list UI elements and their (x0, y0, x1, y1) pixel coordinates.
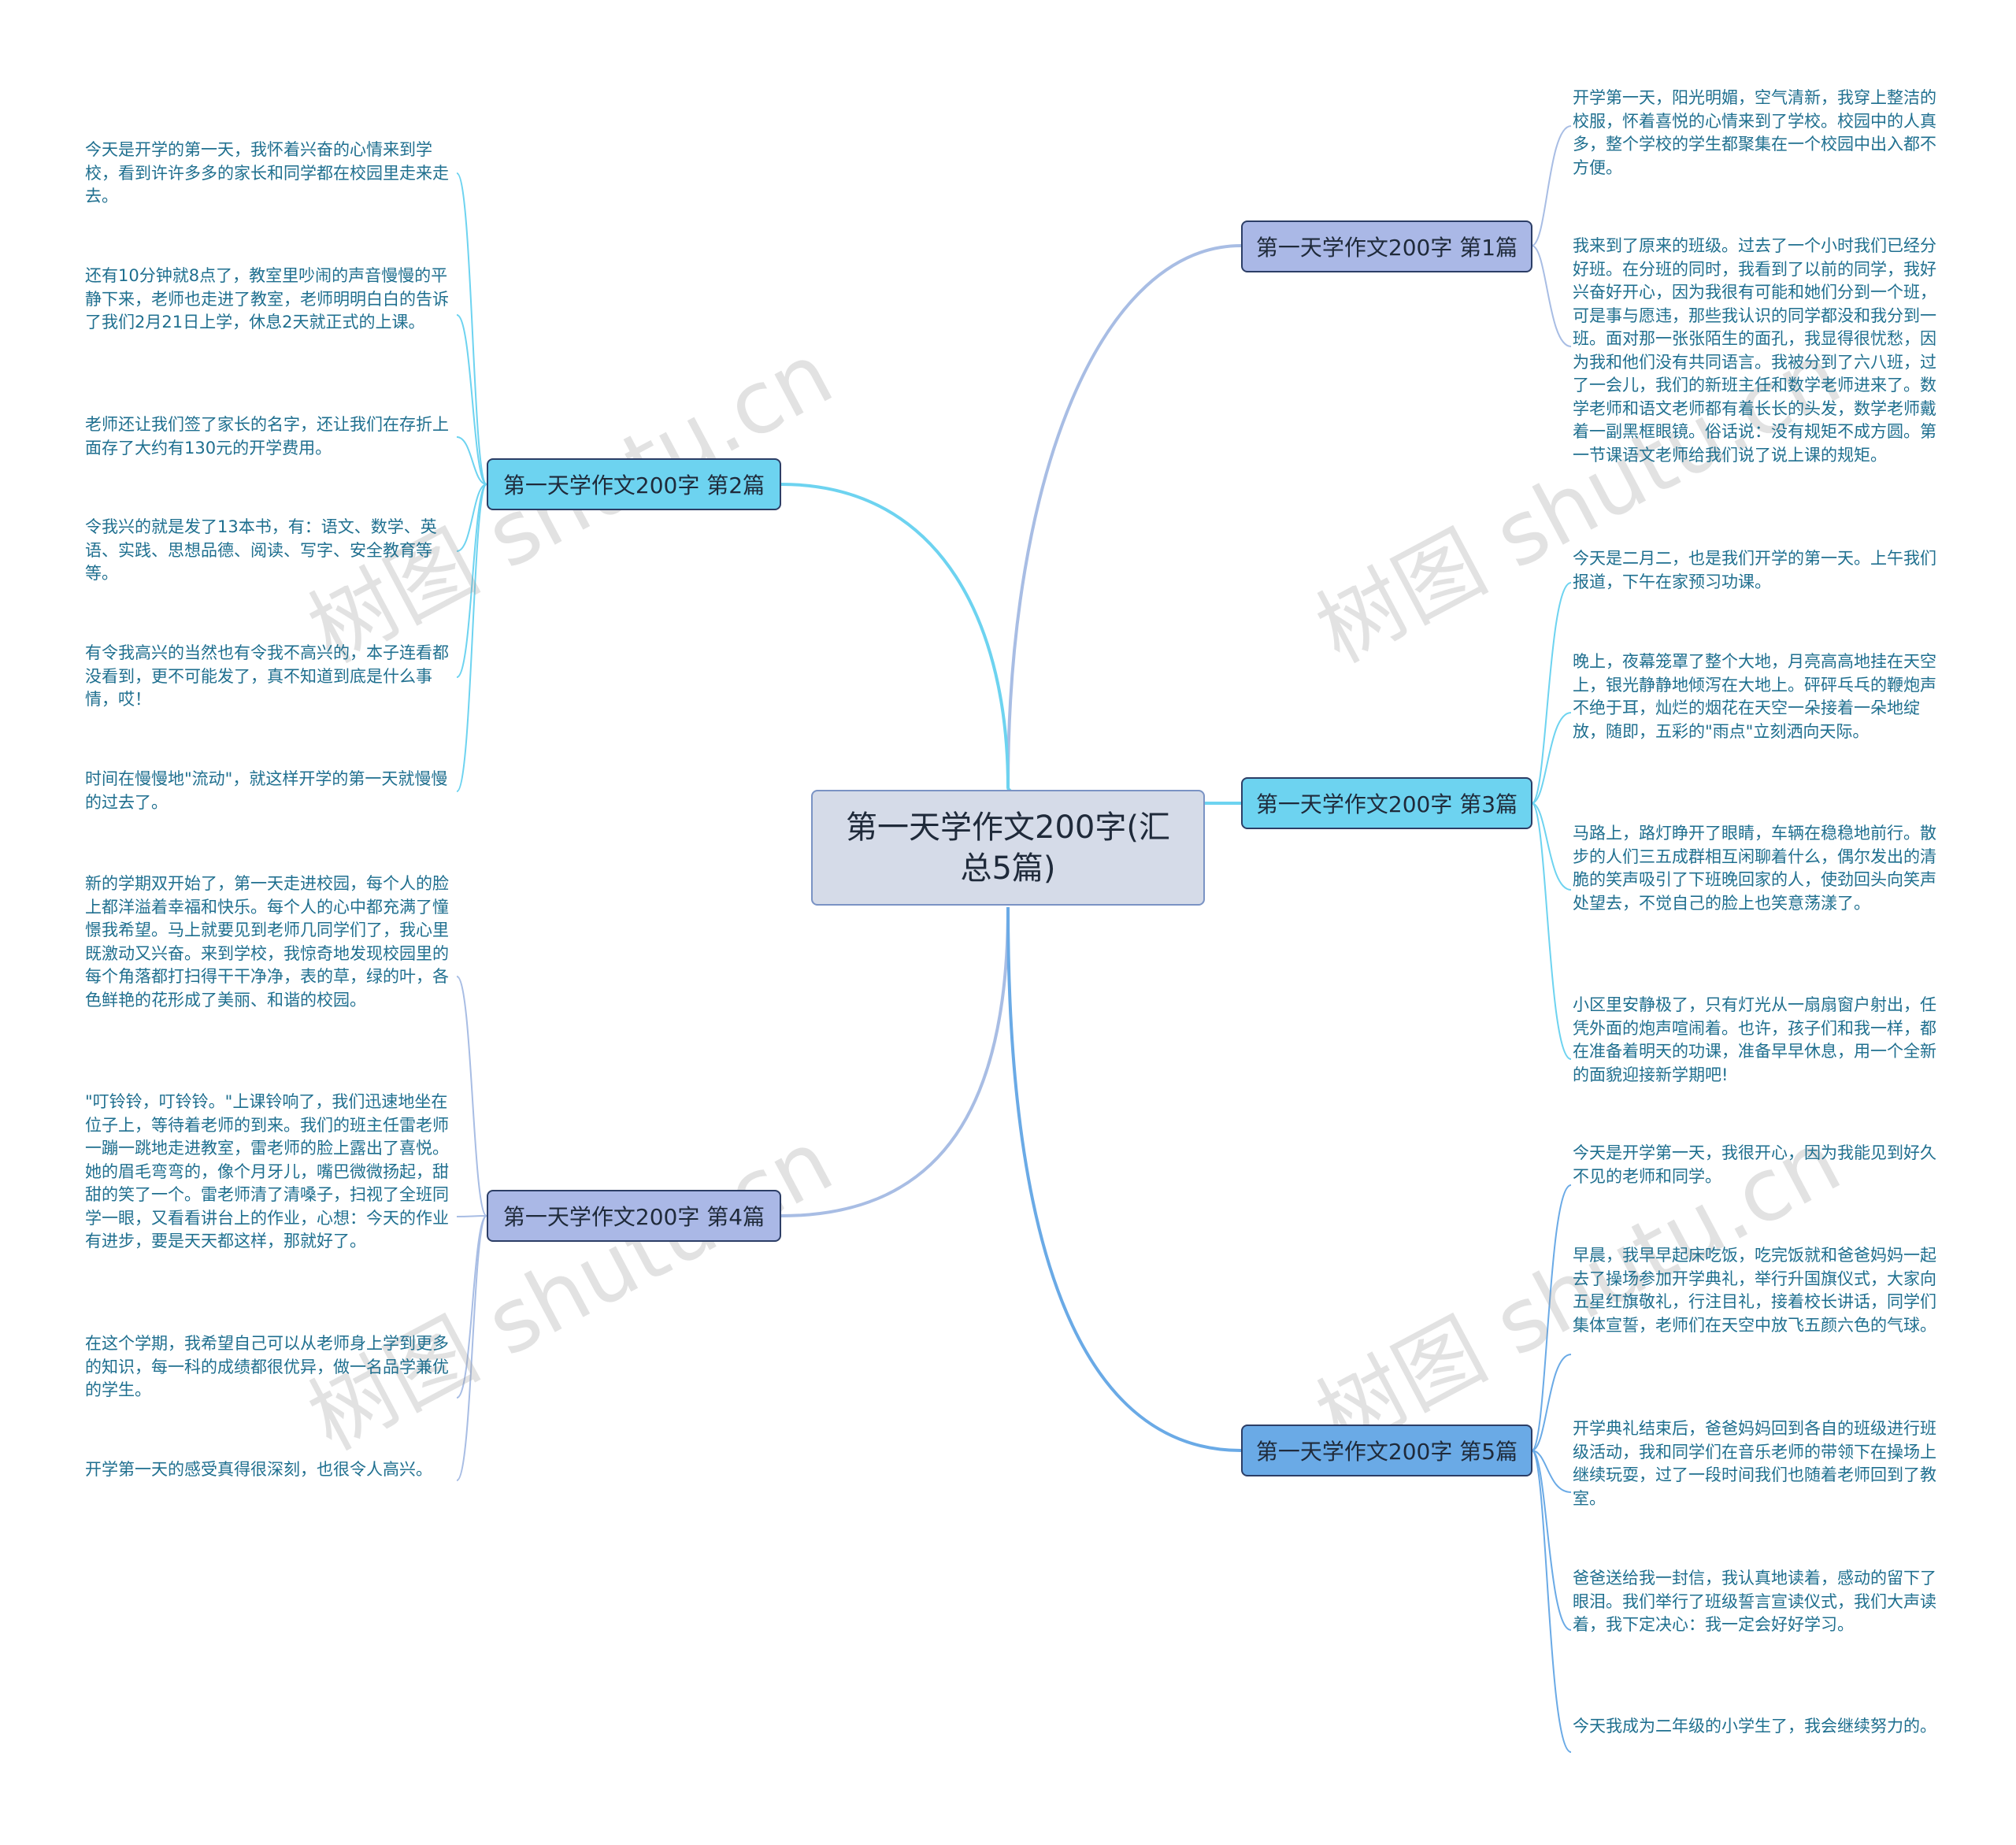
leaf-text: 今天我成为二年级的小学生了，我会继续努力的。 (1573, 1717, 1936, 1736)
branch-topic-4[interactable]: 第一天学作文200字 第4篇 (487, 1190, 781, 1242)
leaf-text: 令我兴的就是发了13本书，有：语文、数学、英语、实践、思想品德、阅读、写字、安全… (85, 517, 437, 583)
leaf-text: 今天是开学第一天，我很开心，因为我能见到好久不见的老师和同学。 (1573, 1143, 1936, 1186)
connector-root-branch4 (780, 906, 1010, 1217)
connector-b4-leaf1 (456, 976, 487, 1217)
branch-topic-2[interactable]: 第一天学作文200字 第2篇 (487, 458, 781, 510)
branch-topic-label: 第一天学作文200字 第3篇 (1255, 791, 1518, 817)
connector-b5-leaf5 (1531, 1450, 1572, 1753)
connector-b5-leaf1 (1531, 1184, 1572, 1451)
leaf-text: 我来到了原来的班级。过去了一个小时我们已经分好班。在分班的同时，我看到了以前的同… (1573, 236, 1936, 465)
leaf-text: 晚上，夜幕笼罩了整个大地，月亮高高地挂在天空上，银光静静地倾泻在大地上。砰砰乓乓… (1573, 652, 1936, 741)
connector-root-branch1 (1006, 244, 1242, 788)
connector-b5-leaf3 (1531, 1450, 1572, 1493)
leaf-text: 在这个学期，我希望自己可以从老师身上学到更多的知识，每一科的成绩都很优异，做一名… (85, 1334, 449, 1399)
leaf-text: 今天是二月二，也是我们开学的第一天。上午我们报道，下午在家预习功课。 (1573, 549, 1936, 591)
root-topic-label: 第一天学作文200字(汇总5篇) (846, 809, 1170, 887)
connector-b4-leaf3 (456, 1215, 487, 1399)
branch-topic-label: 第一天学作文200字 第1篇 (1255, 235, 1518, 261)
connector-b2-leaf6 (456, 483, 487, 792)
connector-b2-leaf3 (456, 436, 487, 485)
branch-topic-label: 第一天学作文200字 第2篇 (502, 472, 765, 498)
connector-b5-leaf4 (1531, 1450, 1572, 1631)
connector-b5-leaf2 (1531, 1354, 1572, 1451)
leaf-text: 开学第一天，阳光明媚，空气清新，我穿上整洁的校服，怀着喜悦的心情来到了学校。校园… (1573, 88, 1936, 177)
branch-topic-5[interactable]: 第一天学作文200字 第5篇 (1241, 1425, 1532, 1476)
leaf-text: 还有10分钟就8点了，教室里吵闹的声音慢慢的平静下来，老师也走进了教室，老师明明… (85, 266, 449, 332)
branch-topic-label: 第一天学作文200字 第5篇 (1255, 1439, 1518, 1465)
connector-b2-leaf4 (456, 483, 487, 552)
branch-topic-3[interactable]: 第一天学作文200字 第3篇 (1241, 777, 1532, 829)
connector-b3-leaf3 (1531, 802, 1572, 891)
connector-b2-leaf5 (456, 483, 487, 678)
leaf-text: 小区里安静极了，只有灯光从一扇扇窗户射出，任凭外面的炮声喧闹着。也许，孩子们和我… (1573, 995, 1936, 1084)
connector-b2-leaf2 (456, 314, 487, 485)
leaf-text: 开学第一天的感受真得很深刻，也很令人高兴。 (85, 1460, 432, 1479)
leaf-text: 早晨，我早早起床吃饭，吃完饭就和爸爸妈妈一起去了操场参加开学典礼，举行升国旗仪式… (1573, 1246, 1936, 1335)
connector-root-branch2 (780, 483, 1010, 788)
connector-b1-leaf2 (1531, 245, 1572, 347)
connector-b2-leaf1 (456, 172, 487, 485)
connector-b4-leaf2 (456, 1215, 487, 1217)
leaf-text: "叮铃铃，叮铃铃。"上课铃响了，我们迅速地坐在位子上，等待着老师的到来。我们的班… (85, 1092, 449, 1250)
connector-root-branch5 (1006, 906, 1242, 1452)
connector-b4-leaf4 (456, 1215, 487, 1481)
leaf-text: 老师还让我们签了家长的名字，还让我们在存折上面存了大约有130元的开学费用。 (85, 415, 449, 458)
connector-b3-leaf1 (1531, 582, 1572, 804)
branch-topic-label: 第一天学作文200字 第4篇 (502, 1204, 765, 1230)
connector-b1-leaf1 (1531, 125, 1572, 246)
leaf-text: 新的学期双开始了，第一天走进校园，每个人的脸上都洋溢着幸福和快乐。每个人的心中都… (85, 874, 449, 1010)
root-topic[interactable]: 第一天学作文200字(汇总5篇) (811, 790, 1205, 906)
leaf-text: 有令我高兴的当然也有令我不高兴的，本子连看都没看到，更不可能发了，真不知道到底是… (85, 643, 449, 709)
leaf-text: 今天是开学的第一天，我怀着兴奋的心情来到学校，看到许许多多的家长和同学都在校园里… (85, 140, 449, 206)
leaf-text: 开学典礼结束后，爸爸妈妈回到各自的班级进行班级活动，我和同学们在音乐老师的带领下… (1573, 1419, 1936, 1508)
branch-topic-1[interactable]: 第一天学作文200字 第1篇 (1241, 220, 1532, 272)
leaf-text: 爸爸送给我一封信，我认真地读着，感动的留下了眼泪。我们举行了班级誓言宣读仪式，我… (1573, 1569, 1936, 1634)
leaf-text: 马路上，路灯睁开了眼睛，车辆在稳稳地前行。散步的人们三五成群相互闲聊着什么，偶尔… (1573, 824, 1936, 913)
connector-b3-leaf2 (1531, 712, 1572, 804)
leaf-text: 时间在慢慢地"流动"，就这样开学的第一天就慢慢的过去了。 (85, 769, 448, 812)
connector-b3-leaf4 (1531, 802, 1572, 1060)
